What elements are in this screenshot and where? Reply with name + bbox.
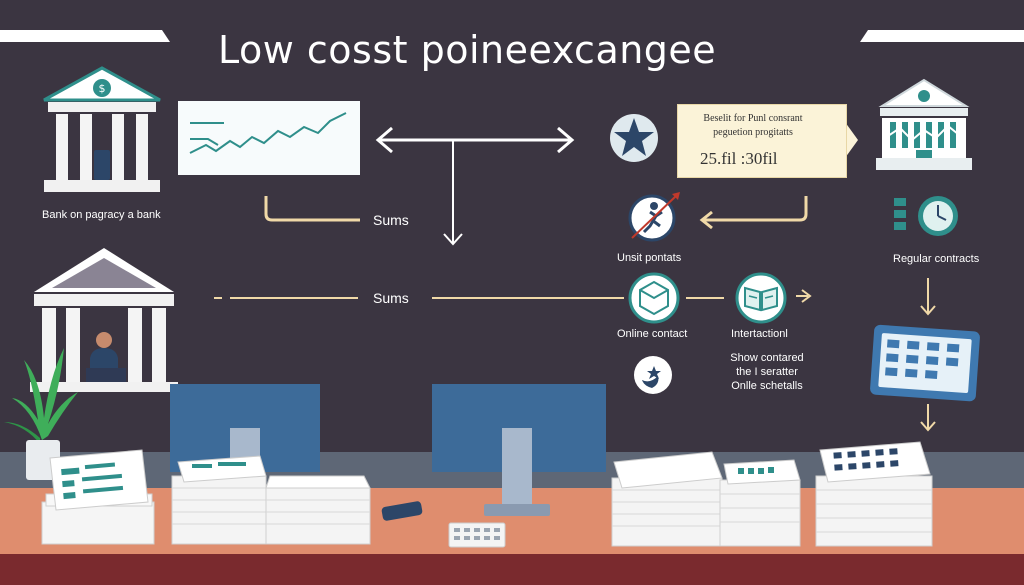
trend-line-icon [189,112,347,154]
bank-icon-bottom-left [30,248,178,392]
document-stack-4 [611,451,723,547]
bank-left-label: Bank on pagracy a bank [42,209,161,221]
tablet-calendar-icon [870,324,980,402]
calculator-icon [448,522,506,548]
svg-text:$: $ [99,82,106,95]
note-line-1: Beselit for Punl consrant [703,113,803,124]
note-line-2: peguetion progitatts [713,127,793,138]
unsit-label: Unsit pontats [617,252,682,264]
document-stack-2 [171,455,267,545]
desk-front-edge [0,554,1024,585]
document-stack-left [41,449,155,545]
header-bar-left [0,30,170,42]
document-stack-6 [815,441,933,547]
show-line-2: the I seratter [736,366,798,378]
interaction-label: Intertactionl [731,328,788,340]
sums-label-top: Sums [373,212,409,228]
document-stack-5 [719,459,801,547]
header-bar-right [860,30,1024,42]
moon-circle-icon [634,356,672,394]
star-badge-icon [610,114,658,162]
sums-label-mid: Sums [373,290,409,306]
cube-circle-icon [628,272,680,324]
document-stack-3 [265,475,371,545]
regular-contracts-label: Regular contracts [893,253,980,265]
online-contact-label: Online contact [617,328,688,340]
show-line-3: Onlle schetalls [731,380,803,392]
note-values: 25.fil :30fil [700,149,778,168]
monitor-right-icon [432,384,606,516]
runner-circle-icon [628,192,680,242]
clock-icon [894,196,958,236]
bank-icon-top-left: $ [43,66,161,192]
show-line-1: Show contared [730,352,804,364]
benefit-note-card: Beselit for Punl consrant peguetion prog… [677,104,847,178]
book-circle-icon [735,272,787,324]
page-title: Low cosst poineexcangee [218,28,717,72]
bank-icon-top-right [876,78,972,170]
stapler-icon [381,501,423,521]
trend-chart-card [178,101,360,175]
